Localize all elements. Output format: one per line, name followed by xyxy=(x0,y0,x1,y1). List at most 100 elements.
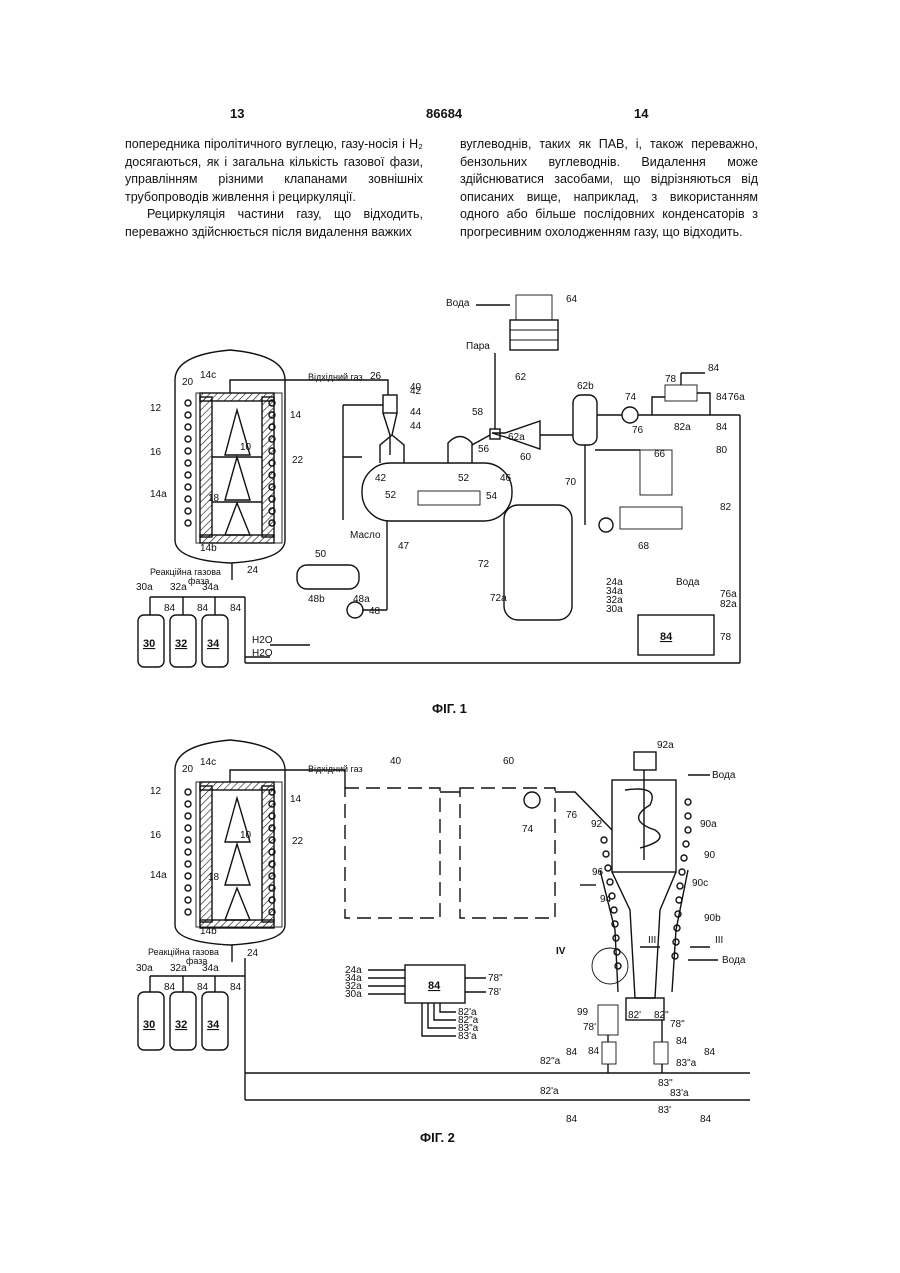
diagram-label: 82"a xyxy=(540,1056,561,1067)
diagram-label: 18 xyxy=(208,872,220,883)
diagram-label: 14 xyxy=(290,410,302,421)
diagram-label: 44 xyxy=(410,421,422,432)
diagram-label: 34a xyxy=(202,582,219,593)
diagram-label: 74 xyxy=(522,824,534,835)
diagram-label: Відхідний газ xyxy=(308,372,363,382)
diagram-label: 44 xyxy=(410,407,422,418)
diagram-label: 30 xyxy=(143,638,155,650)
diagram-label: Вода xyxy=(712,770,736,781)
diagram-label: 32a xyxy=(170,582,187,593)
diagram-label: 92 xyxy=(591,819,603,830)
diagram-label: 34a xyxy=(202,963,219,974)
diagram-label: 84 xyxy=(230,982,242,993)
diagram-label: 84 xyxy=(588,1046,600,1057)
diagram-label: 42 xyxy=(375,473,387,484)
diagram-label: 74 xyxy=(625,392,637,403)
diagram-label: 84 xyxy=(716,392,728,403)
diagram-label: 84 xyxy=(197,982,209,993)
diagram-label: 72a xyxy=(490,593,507,604)
diagram-label: 54 xyxy=(486,491,498,502)
diagram-label: 30a xyxy=(136,582,153,593)
diagram-label: 22 xyxy=(292,455,304,466)
diagram-label: 48 xyxy=(369,606,381,617)
diagram-label: 60 xyxy=(520,452,532,463)
diagram-label: 34 xyxy=(207,638,220,650)
diagram-label: 83'a xyxy=(458,1031,477,1042)
diagram-label: 14 xyxy=(290,794,302,805)
diagram-label: 20 xyxy=(182,764,194,775)
diagram-label: Відхідний газ xyxy=(308,764,363,774)
diagram-label: 78 xyxy=(720,632,732,643)
diagram-label: 12 xyxy=(150,403,162,414)
diagram-label: 78 xyxy=(665,374,677,385)
diagram-label: 32 xyxy=(175,1019,187,1031)
left-text-column: попередника піролітичного вуглецю, газу-… xyxy=(125,136,423,241)
diagram-label: 76a xyxy=(728,392,745,403)
figure-1-caption: ФІГ. 1 xyxy=(432,701,467,716)
diagram-label: IV xyxy=(556,946,566,957)
diagram-label: 82 xyxy=(720,502,732,513)
diagram-label: 30a xyxy=(136,963,153,974)
diagram-label: 84 xyxy=(164,982,176,993)
figure-2-diagram: Відхідний газ 40 60 74 76 92a Вода 92 90… xyxy=(0,730,900,1125)
diagram-label: Пара xyxy=(466,341,490,352)
diagram-label: Вода xyxy=(722,955,746,966)
diagram-label: Вода xyxy=(676,577,700,588)
diagram-label: 76 xyxy=(566,810,578,821)
diagram-label: 78' xyxy=(488,987,501,998)
diagram-label: 84 xyxy=(708,363,720,374)
diagram-label: 12 xyxy=(150,786,162,797)
diagram-label: 62a xyxy=(508,432,525,443)
diagram-label: 82'a xyxy=(540,1086,559,1097)
left-paragraph-2: Рециркуляція частини газу, що відходить,… xyxy=(125,206,423,241)
left-paragraph-1: попередника піролітичного вуглецю, газу-… xyxy=(125,136,423,206)
diagram-label: 40 xyxy=(390,756,402,767)
diagram-label: 78" xyxy=(670,1019,685,1030)
diagram-label: 84 xyxy=(197,603,209,614)
diagram-label: Масло xyxy=(350,530,381,541)
diagram-label: 84 xyxy=(676,1036,688,1047)
diagram-label: 83"a xyxy=(676,1058,697,1069)
diagram-label: 64 xyxy=(566,294,578,305)
diagram-label: 46 xyxy=(500,473,512,484)
diagram-label: 96 xyxy=(592,867,604,878)
diagram-label: 14a xyxy=(150,870,167,881)
diagram-label: 83' xyxy=(658,1105,671,1116)
cooling-coils-2 xyxy=(601,799,691,969)
diagram-label: III xyxy=(715,935,723,946)
page-number-right: 14 xyxy=(634,106,648,121)
diagram-label: 16 xyxy=(150,830,162,841)
diagram-label: 47 xyxy=(398,541,410,552)
diagram-label: 84 xyxy=(716,422,728,433)
diagram-label: 32 xyxy=(175,638,187,650)
diagram-label: 90c xyxy=(692,878,708,889)
diagram-label: 66 xyxy=(654,449,666,460)
diagram-label: 32a xyxy=(170,963,187,974)
figure-2-caption: ФІГ. 2 xyxy=(420,1130,455,1145)
diagram-label: Реакційна газова xyxy=(150,567,221,577)
diagram-label: 78" xyxy=(488,973,503,984)
diagram-label: 62 xyxy=(515,372,527,383)
diagram-label: 99 xyxy=(577,1007,589,1018)
diagram-label: 14c xyxy=(200,370,216,381)
diagram-label: 20 xyxy=(182,377,194,388)
diagram-label: 82a xyxy=(674,422,691,433)
diagram-label: 68 xyxy=(638,541,650,552)
diagram-label: 82" xyxy=(654,1010,669,1021)
diagram-label: 30a xyxy=(606,604,623,615)
diagram-label: H2O xyxy=(252,635,273,646)
diagram-label: 84 xyxy=(164,603,176,614)
diagram-label: 48b xyxy=(308,594,325,605)
diagram-label: 76 xyxy=(632,425,644,436)
diagram-label: 30 xyxy=(143,1019,155,1031)
diagram-label: 82a xyxy=(720,599,737,610)
diagram-label: 10 xyxy=(240,442,252,453)
diagram-label: H2O xyxy=(252,648,273,659)
diagram-label: 14a xyxy=(150,489,167,500)
diagram-label: 83'a xyxy=(670,1088,689,1099)
diagram-label: 30a xyxy=(345,989,362,1000)
diagram-label: 78' xyxy=(583,1022,596,1033)
diagram-label: 82' xyxy=(628,1010,641,1021)
diagram-label: 94 xyxy=(600,894,612,905)
diagram-label: 48a xyxy=(353,594,370,605)
